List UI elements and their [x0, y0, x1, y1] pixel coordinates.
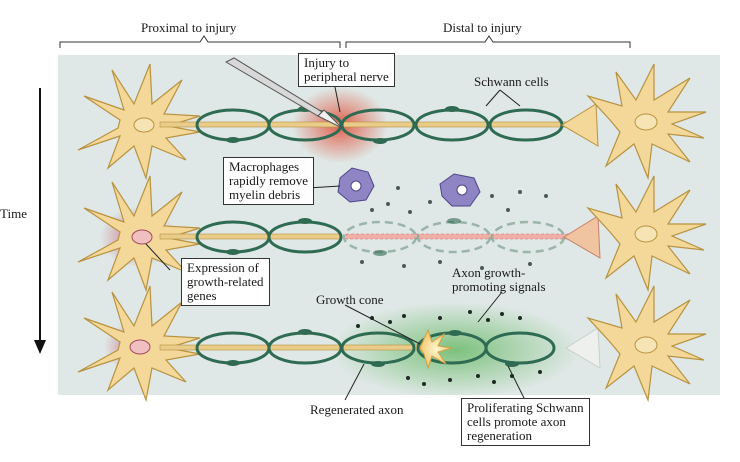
axon-terminal-row1 [561, 103, 599, 147]
axon-row1 [159, 121, 571, 128]
schwann-nuclei-row2 [226, 218, 461, 256]
macrophages-callout: Macrophages rapidly remove myelin debris [223, 157, 315, 205]
scalpel-icon [224, 57, 343, 129]
axon-terminal-row2 [563, 215, 601, 259]
distal-label: Distal to injury [443, 20, 522, 35]
left-nucleus-row1 [133, 117, 155, 133]
leader-lines [145, 81, 527, 403]
growth-cone-icon [419, 328, 453, 370]
proliferating-schwann-callout: Proliferating Schwann cells promote axon… [461, 398, 590, 446]
growth-signal-dots [356, 310, 542, 386]
right-nucleus-row2 [634, 225, 658, 243]
row-3-regeneration [77, 285, 707, 403]
myelin-debris-particles [360, 186, 548, 270]
time-label: Time [0, 206, 27, 221]
macrophage-icon [439, 173, 481, 207]
axon-growth-signals-label: Axon growth- promoting signals [452, 265, 546, 294]
injury-callout: Injury to peripheral nerve [298, 53, 395, 87]
macrophage-icon [337, 167, 375, 203]
growth-signal-glow [330, 302, 580, 398]
growth-cone-label: Growth cone [316, 292, 384, 307]
proximal-bracket [59, 35, 341, 48]
proximal-label: Proximal to injury [141, 20, 237, 35]
axon-proximal-row2 [159, 233, 341, 240]
left-nucleus-row3 [129, 339, 151, 355]
axon-degenerating-row2 [345, 233, 573, 240]
schwann-nuclei-row3 [226, 329, 519, 367]
faded-terminal-row3 [565, 327, 601, 369]
gene-expression-callout: Expression of growth-related genes [181, 258, 270, 306]
right-nucleus-row3 [634, 336, 658, 354]
time-arrowhead [34, 340, 46, 354]
left-nucleus-row2 [131, 229, 153, 245]
row-2-degeneration [77, 167, 707, 293]
right-nucleus-row1 [634, 113, 658, 131]
regenerated-axon [159, 344, 427, 351]
schwann-cells-label: Schwann cells [474, 74, 549, 89]
distal-bracket [345, 35, 631, 48]
row-1-injury [77, 57, 707, 181]
regenerated-axon-label: Regenerated axon [310, 402, 404, 417]
